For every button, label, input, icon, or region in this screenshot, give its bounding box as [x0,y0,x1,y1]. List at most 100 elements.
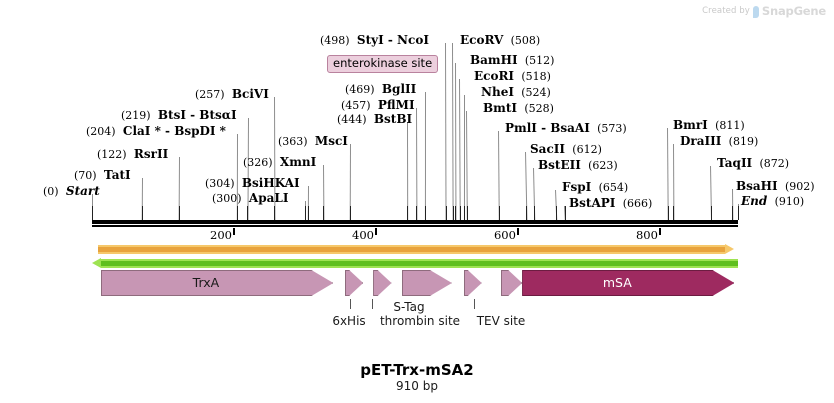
site-position: (528) [524,102,554,115]
leader-line [445,42,447,221]
site-position: (0) [43,185,59,198]
site-tick [667,206,669,220]
leader-line [459,78,461,221]
restriction-site-label[interactable]: BstAPI (666) [569,197,652,210]
restriction-site-label[interactable]: (469) BglII [345,83,416,96]
gene-feature[interactable]: mSA [522,270,735,296]
restriction-site-label[interactable]: BmrI (811) [673,119,745,132]
leader-line [452,42,454,221]
gene-feature[interactable] [500,270,523,296]
snapgene-logo-icon [752,6,759,18]
restriction-site-label[interactable]: (444) BstBI [337,113,412,126]
site-position: (457) [341,99,371,112]
site-name: End [741,194,768,208]
restriction-site-label[interactable]: (326) XmnI [243,156,316,169]
site-position: (612) [572,143,602,156]
gene-feature[interactable] [344,270,364,296]
gene-feature[interactable] [463,270,482,296]
snapgene-brand: SnapGene [761,4,826,18]
restriction-site-label[interactable]: (204) ClaI * - BspDI * [86,125,226,138]
site-position: (811) [715,119,745,132]
site-position: (872) [759,157,790,170]
site-tick [141,206,143,220]
restriction-site-label[interactable]: (122) RsrII [97,148,168,161]
restriction-site-label[interactable]: End (910) [741,195,804,208]
restriction-site-label[interactable]: EcoRI (518) [474,70,551,83]
terminator-track[interactable] [92,258,738,268]
restriction-site-label[interactable]: BsaHI (902) [736,180,815,193]
site-name: Start [65,184,100,198]
gene-feature[interactable] [373,270,392,296]
site-tick [738,206,739,220]
restriction-site-label[interactable]: (257) BciVI [195,88,269,101]
site-name: MscI [314,134,348,148]
restriction-site-label[interactable]: NheI (524) [481,86,551,99]
restriction-site-label[interactable]: DraIII (819) [680,135,758,148]
site-tick [178,206,180,220]
site-tick [407,206,409,220]
restriction-site-label[interactable]: (0) Start [43,185,100,198]
gene-feature[interactable]: TrxA [100,270,334,296]
site-tick [424,206,426,220]
promoter-track[interactable] [98,244,735,254]
site-position: (508) [510,34,541,47]
site-tick [498,206,500,220]
leader-line [466,110,468,221]
site-position: (666) [622,197,653,210]
restriction-site-label[interactable]: (219) BtsI - BtsαI [121,109,237,122]
site-name: NheI [481,85,514,99]
site-tick [564,206,566,220]
restriction-site-label[interactable]: (457) PflMI [341,99,415,112]
leader-line [455,62,457,221]
site-position: (654) [598,181,629,194]
site-position: (304) [205,177,235,190]
restriction-site-label[interactable]: (363) MscI [278,135,348,148]
site-name: BmtI [483,101,517,115]
site-name: BglII [381,82,417,96]
site-position: (623) [588,159,618,172]
site-name: BstAPI [569,196,616,210]
leader-line [424,91,426,221]
restriction-site-label[interactable]: (498) StyI - NcoI [320,34,429,47]
track-shaft [98,245,726,254]
enterokinase-site-chip[interactable]: enterokinase site [327,55,439,73]
restriction-site-label[interactable]: EcoRV (508) [460,34,540,47]
site-tick [323,206,325,220]
site-tick [556,206,558,220]
plasmid-length: 910 bp [396,379,438,393]
site-name: XmnI [279,155,317,169]
site-name: RsrII [133,147,169,161]
ruler-bar [92,220,738,224]
restriction-site-label[interactable]: BmtI (528) [483,102,554,115]
leader-line [463,94,465,221]
site-tick [711,206,713,220]
site-tick [526,206,528,220]
caption-tick [372,299,373,309]
restriction-site-label[interactable]: FspI (654) [562,181,628,194]
gene-feature[interactable] [401,270,452,296]
site-position: (326) [243,156,273,169]
restriction-site-label[interactable]: (304) BsiHKAI [205,177,300,190]
restriction-site-label[interactable]: BstEII (623) [538,159,618,172]
site-tick [349,206,351,220]
restriction-site-label[interactable]: BamHI (512) [470,54,554,67]
restriction-site-label[interactable]: TaqII (872) [717,157,789,170]
site-position: (70) [74,169,97,182]
site-tick [466,206,468,220]
restriction-site-label[interactable]: PmlI - BsaAI (573) [505,122,627,135]
site-tick [459,206,461,220]
site-name: SacII [530,142,565,156]
restriction-site-label[interactable]: (70) TatI [74,169,131,182]
ruler-tick-label: 200 [210,228,232,242]
restriction-site-label[interactable]: SacII (612) [530,143,602,156]
restriction-site-label[interactable]: (300) ApaLI [212,192,288,205]
site-position: (300) [212,192,242,205]
feature-body [463,270,482,296]
track-shaft-core [101,261,738,266]
site-tick [416,206,418,220]
snapgene-credit: Created by SnapGene [702,4,826,18]
site-name: BciVI [231,87,269,101]
site-name: StyI - NcoI [356,33,429,47]
site-tick [732,206,734,220]
site-name: BtsI - BtsαI [157,108,237,122]
